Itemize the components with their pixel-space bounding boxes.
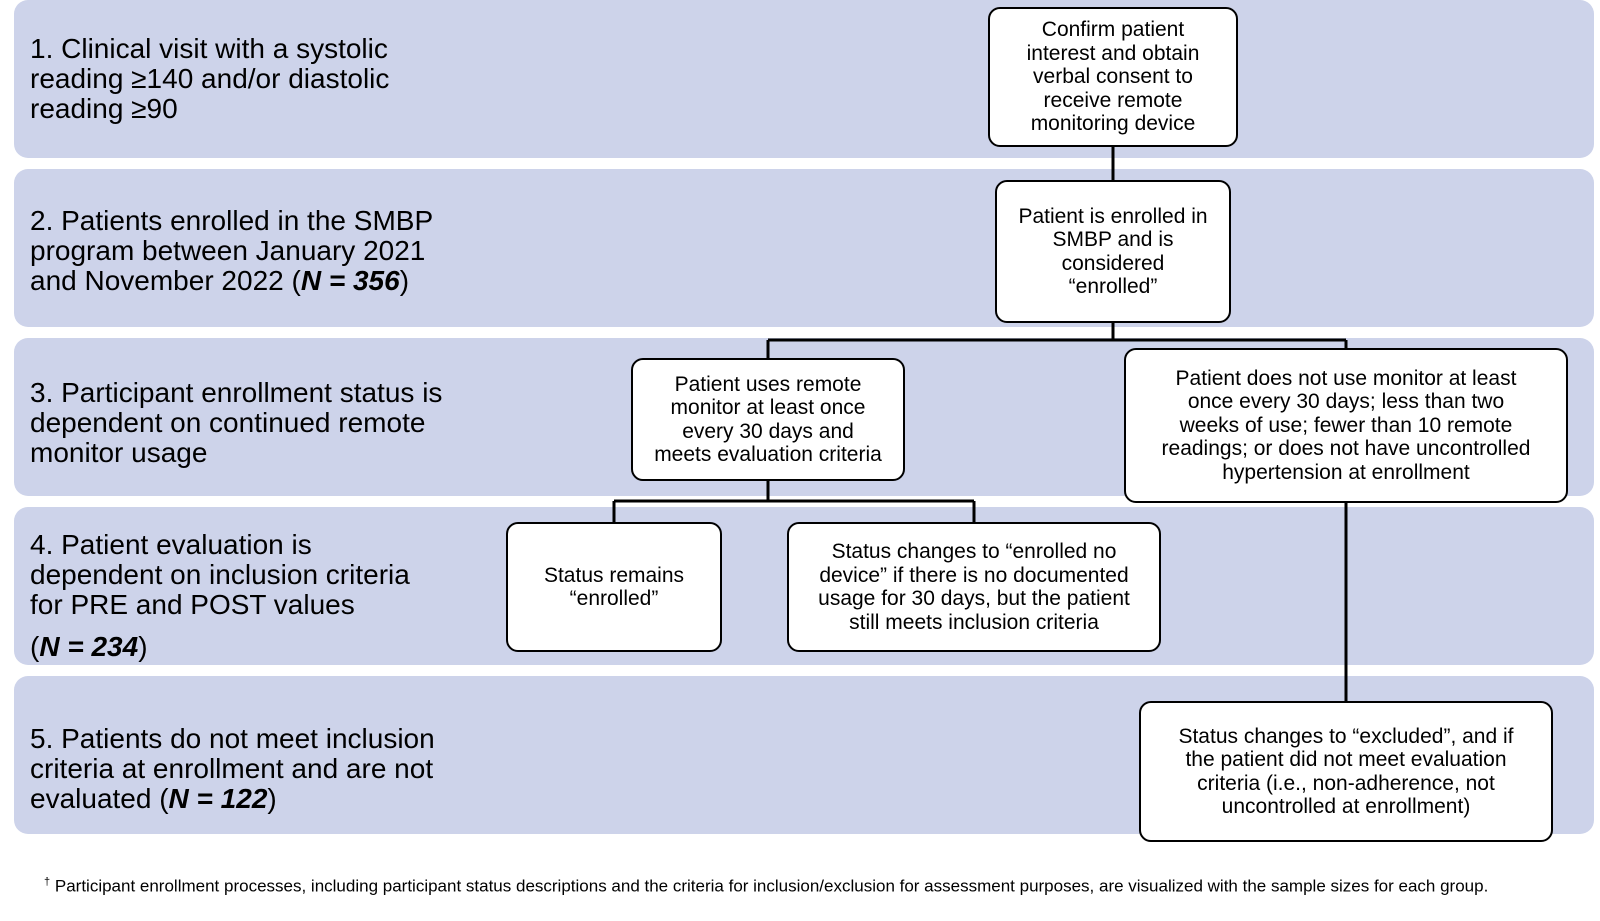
footnote: † Participant enrollment processes, incl…	[44, 876, 1489, 896]
row-label-4: 4. Patient evaluation is dependent on in…	[30, 529, 410, 662]
row-label-3: 3. Participant enrollment status is depe…	[30, 377, 443, 468]
box-excluded: Status changes to “excluded”, and if the…	[1139, 701, 1553, 842]
dagger-mark: †	[44, 876, 51, 888]
box-status-remains: Status remains “enrolled”	[506, 522, 722, 652]
box-confirm-consent: Confirm patient interest and obtain verb…	[988, 7, 1238, 147]
box-uses-monitor: Patient uses remote monitor at least onc…	[631, 358, 905, 481]
row-label-5: 5. Patients do not meet inclusion criter…	[30, 723, 435, 814]
sample-size-122: N = 122	[168, 783, 268, 814]
box-enrolled-no-device: Status changes to “enrolled no device” i…	[787, 522, 1161, 652]
sample-size-234: N = 234	[39, 631, 139, 662]
box-enrolled: Patient is enrolled in SMBP and is consi…	[995, 180, 1231, 323]
row-band-2	[14, 169, 1594, 327]
sample-size-356: N = 356	[300, 265, 400, 296]
row-label-2: 2. Patients enrolled in the SMBP program…	[30, 205, 434, 296]
box-does-not-use-monitor: Patient does not use monitor at least on…	[1124, 348, 1568, 503]
row-band-1	[14, 0, 1594, 158]
row-label-1: 1. Clinical visit with a systolic readin…	[30, 33, 390, 124]
